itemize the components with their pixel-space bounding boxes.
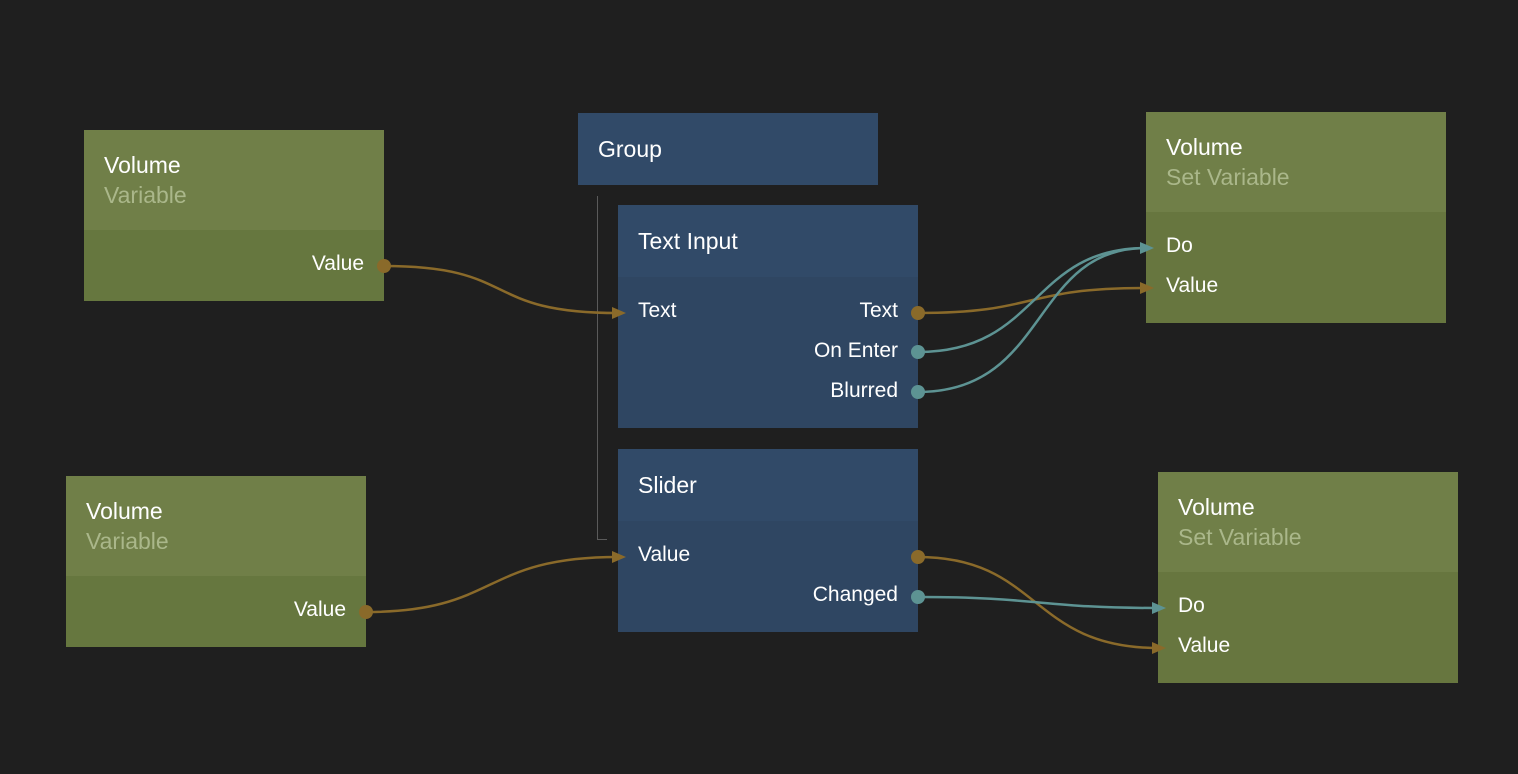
signal-wire[interactable]	[917, 246, 1147, 354]
output-port-on-enter[interactable]: On Enter	[813, 339, 898, 362]
text-input-node[interactable]: Text Input Text Text On Enter Blurred	[618, 205, 918, 428]
input-port-value[interactable]: Value	[1178, 634, 1231, 657]
node-ports: Do Value	[1146, 212, 1446, 323]
output-port-value[interactable]: Value	[311, 252, 364, 275]
output-port-value[interactable]: Value	[293, 598, 346, 621]
node-subtitle: Variable	[104, 182, 187, 208]
node-subtitle: Set Variable	[1166, 164, 1290, 190]
node-ports: Text Text On Enter Blurred	[618, 277, 918, 428]
node-header: Volume Variable	[84, 130, 384, 230]
data-wire[interactable]	[383, 264, 619, 315]
input-port-do[interactable]: Do	[1166, 234, 1193, 257]
node-subtitle: Set Variable	[1178, 524, 1302, 550]
volume-set-variable-node[interactable]: Volume Set Variable Do Value	[1158, 472, 1458, 683]
node-title: Volume	[1166, 134, 1243, 160]
node-header: Text Input	[618, 205, 918, 277]
node-title: Volume	[1178, 494, 1255, 520]
node-ports: Value Changed	[618, 521, 918, 632]
volume-variable-node[interactable]: Volume Variable Value	[84, 130, 384, 301]
data-wire[interactable]	[917, 286, 1147, 315]
node-title: Volume	[104, 152, 181, 178]
input-port-value[interactable]: Value	[638, 543, 691, 566]
node-title: Slider	[638, 472, 697, 498]
output-port-blurred[interactable]: Blurred	[830, 379, 898, 402]
input-port-do[interactable]: Do	[1178, 594, 1205, 617]
node-ports: Value	[66, 576, 366, 647]
volume-variable-node[interactable]: Volume Variable Value	[66, 476, 366, 647]
input-port-text[interactable]: Text	[638, 299, 677, 322]
node-header: Slider	[618, 449, 918, 521]
output-port-text[interactable]: Text	[859, 299, 898, 322]
group-children-bracket	[597, 196, 607, 540]
node-header: Volume Set Variable	[1158, 472, 1458, 572]
volume-set-variable-node[interactable]: Volume Set Variable Do Value	[1146, 112, 1446, 323]
data-wire[interactable]	[365, 555, 619, 614]
data-wire[interactable]	[917, 555, 1159, 650]
node-subtitle: Variable	[86, 528, 169, 554]
signal-wire[interactable]	[917, 595, 1159, 610]
signal-wire[interactable]	[917, 246, 1147, 394]
node-ports: Value	[84, 230, 384, 301]
group-node[interactable]: Group	[578, 113, 878, 185]
slider-node[interactable]: Slider Value Changed	[618, 449, 918, 632]
node-title: Volume	[86, 498, 163, 524]
node-title: Group	[598, 136, 662, 162]
output-port-changed[interactable]: Changed	[812, 583, 898, 606]
input-port-value[interactable]: Value	[1166, 274, 1219, 297]
node-header: Volume Set Variable	[1146, 112, 1446, 212]
node-title: Text Input	[638, 228, 738, 254]
node-ports: Do Value	[1158, 572, 1458, 683]
node-header: Group	[578, 113, 878, 185]
node-header: Volume Variable	[66, 476, 366, 576]
